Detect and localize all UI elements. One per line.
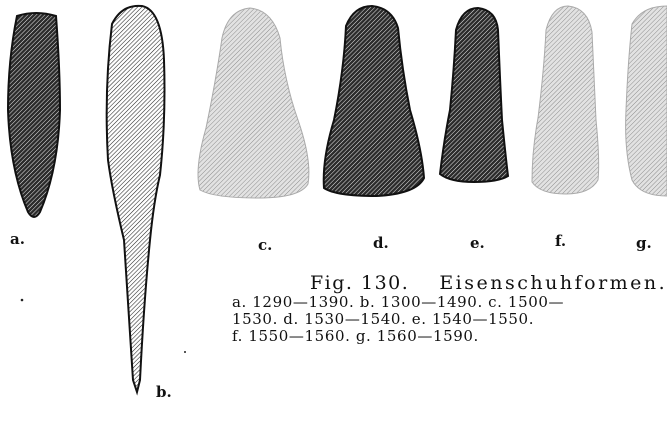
label-a: a. bbox=[10, 230, 25, 248]
shoe-shape-c bbox=[198, 8, 309, 198]
caption-title: Eisenschuhformen. bbox=[439, 272, 667, 294]
shoe-shape-f bbox=[532, 6, 599, 194]
shoe-shape-a bbox=[8, 13, 60, 217]
label-f: f. bbox=[555, 232, 566, 250]
label-g: g. bbox=[636, 234, 652, 252]
figure-caption: Fig. 130. Eisenschuhformen. a. 1290—1390.… bbox=[232, 272, 667, 345]
ink-speck bbox=[184, 351, 186, 353]
fig-number: Fig. 130. bbox=[310, 272, 409, 294]
shoe-shape-b bbox=[107, 6, 165, 392]
ink-speck bbox=[21, 299, 24, 302]
shoe-shape-g bbox=[626, 6, 667, 196]
caption-line-3: f. 1550—1560. g. 1560—1590. bbox=[232, 328, 667, 345]
label-e: e. bbox=[470, 234, 485, 252]
caption-line-2: 1530. d. 1530—1540. e. 1540—1550. bbox=[232, 311, 667, 328]
caption-line-1: a. 1290—1390. b. 1300—1490. c. 1500— bbox=[232, 294, 667, 311]
label-c: c. bbox=[258, 236, 272, 254]
shoe-shape-d bbox=[324, 6, 424, 196]
shoe-shape-e bbox=[440, 8, 508, 182]
label-b: b. bbox=[156, 383, 172, 401]
label-d: d. bbox=[373, 234, 389, 252]
caption-title-line: Fig. 130. Eisenschuhformen. bbox=[310, 272, 667, 294]
